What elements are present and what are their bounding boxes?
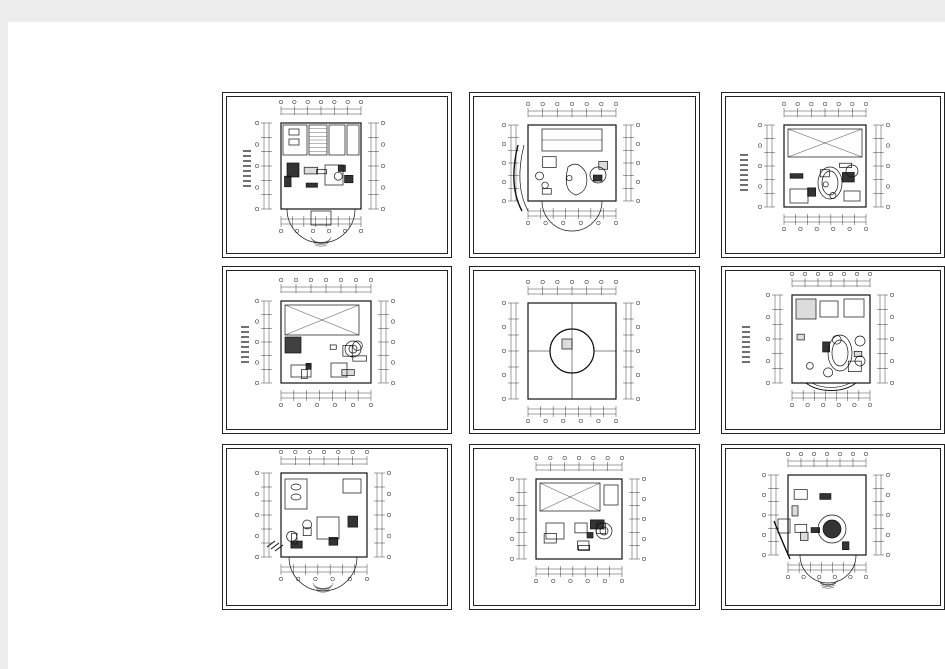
floor-plan-7-drawing xyxy=(254,449,392,593)
floor-plan-2-drawing xyxy=(501,101,641,232)
floor-plan-9-drawing xyxy=(761,451,891,589)
floor-plan-1-drawing xyxy=(243,99,386,247)
roof-plan-drawing xyxy=(501,279,641,424)
plan-sheet-5[interactable] xyxy=(469,266,700,434)
plan-sheet-9[interactable] xyxy=(721,444,945,610)
plan-sheet-7[interactable] xyxy=(222,444,452,610)
floor-plan-8-drawing xyxy=(509,455,647,584)
floor-plan-3-drawing xyxy=(740,101,891,232)
drawing-sheet-canvas xyxy=(8,22,945,669)
plan-sheet-4[interactable] xyxy=(222,266,452,434)
ceiling-plan-drawing xyxy=(742,271,895,408)
plan-sheet-6[interactable] xyxy=(721,266,945,434)
plan-sheet-8[interactable] xyxy=(469,444,700,610)
plan-sheet-3[interactable] xyxy=(721,92,945,258)
floor-plan-4-drawing xyxy=(241,277,396,408)
plan-sheet-1[interactable] xyxy=(222,92,452,258)
plan-sheet-2[interactable] xyxy=(469,92,700,258)
